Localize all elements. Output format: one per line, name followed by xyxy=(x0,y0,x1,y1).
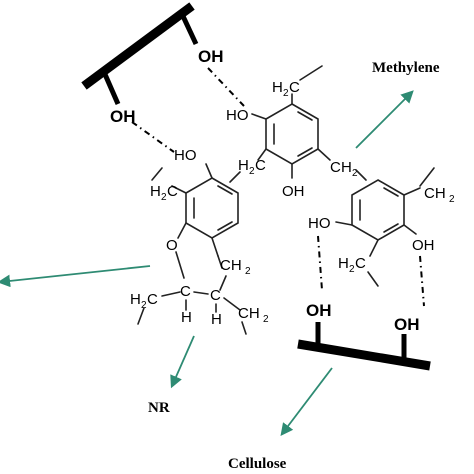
arrow-to-methylene xyxy=(355,90,414,149)
oh-cellulose-top-left: OH xyxy=(110,107,136,126)
svg-text:2: 2 xyxy=(349,264,355,275)
cellulose-chain-bottom-right: OH OH xyxy=(297,301,431,371)
left-phenol-ring: HO H 2 C O xyxy=(150,147,239,257)
svg-text:C: C xyxy=(330,159,341,176)
svg-text:2: 2 xyxy=(449,194,455,205)
svg-text:C: C xyxy=(255,157,266,174)
svg-text:2: 2 xyxy=(352,168,358,179)
svg-text:2: 2 xyxy=(263,314,269,325)
hydrogen-bond-bottom-left xyxy=(317,235,323,291)
svg-text:C: C xyxy=(167,183,178,200)
cellulose-stem-top-right xyxy=(179,12,199,46)
svg-text:H: H xyxy=(150,183,161,200)
h-ring-2: H xyxy=(211,311,222,328)
oh-cellulose-top-right: OH xyxy=(198,47,224,66)
right-phenol-ring: CH 2 HO OH H 2 C xyxy=(308,167,455,287)
svg-text:H: H xyxy=(130,291,141,308)
svg-text:C: C xyxy=(289,79,300,96)
svg-text:2: 2 xyxy=(283,88,289,99)
central-phenol-ring: H 2 C HO OH xyxy=(226,65,323,200)
ho-left-ring: HO xyxy=(174,147,197,164)
ho-center: HO xyxy=(226,107,249,124)
label-cellulose: Cellulose xyxy=(228,456,287,472)
svg-text:CH: CH xyxy=(220,257,242,274)
hydrogen-bond-top-right xyxy=(207,67,245,107)
methylene-bridge-left: H 2 C xyxy=(229,148,267,183)
arrow-to-nr xyxy=(170,335,195,389)
svg-text:CH: CH xyxy=(238,305,260,322)
c-ring-1: C xyxy=(180,283,191,300)
chroman-ring: CH 2 C C H 2 C H H CH 2 xyxy=(130,251,269,335)
oh-center-bottom: OH xyxy=(282,183,305,200)
label-methylene: Methylene xyxy=(372,60,440,76)
cellulose-backbone-top xyxy=(81,2,195,90)
cellulose-backbone-bottom xyxy=(297,339,431,371)
arrow-to-cellulose xyxy=(280,367,333,437)
arrow-to-left-edge xyxy=(0,265,151,288)
ch2-top-h: H xyxy=(272,79,283,96)
label-nr: NR xyxy=(148,400,170,416)
oxygen-atom: O xyxy=(166,237,178,254)
methylene-bridge-right: C H 2 xyxy=(317,148,367,181)
svg-text:H: H xyxy=(238,157,249,174)
hydrogen-bond-bottom-right xyxy=(419,255,425,307)
ho-right-ring: HO xyxy=(308,215,331,232)
oh-cellulose-bottom-right: OH xyxy=(394,315,420,334)
h-ring-1: H xyxy=(181,309,192,326)
svg-text:CH: CH xyxy=(424,185,446,202)
svg-text:2: 2 xyxy=(141,300,147,311)
svg-text:2: 2 xyxy=(249,166,255,177)
hydrogen-bond-top-left xyxy=(131,121,175,153)
svg-text:H: H xyxy=(338,255,349,272)
svg-text:C: C xyxy=(355,255,366,272)
c-ring-2: C xyxy=(210,287,221,304)
ch2-top-tail xyxy=(299,65,323,81)
cellulose-chain-top-left: OH OH xyxy=(81,2,224,126)
svg-text:C: C xyxy=(147,291,158,308)
svg-text:2: 2 xyxy=(161,192,167,203)
svg-text:H: H xyxy=(341,159,352,176)
svg-text:2: 2 xyxy=(245,266,251,277)
oh-right-ring: OH xyxy=(412,237,435,254)
oh-cellulose-bottom-left: OH xyxy=(306,301,332,320)
cellulose-stem-top-left xyxy=(101,70,121,106)
